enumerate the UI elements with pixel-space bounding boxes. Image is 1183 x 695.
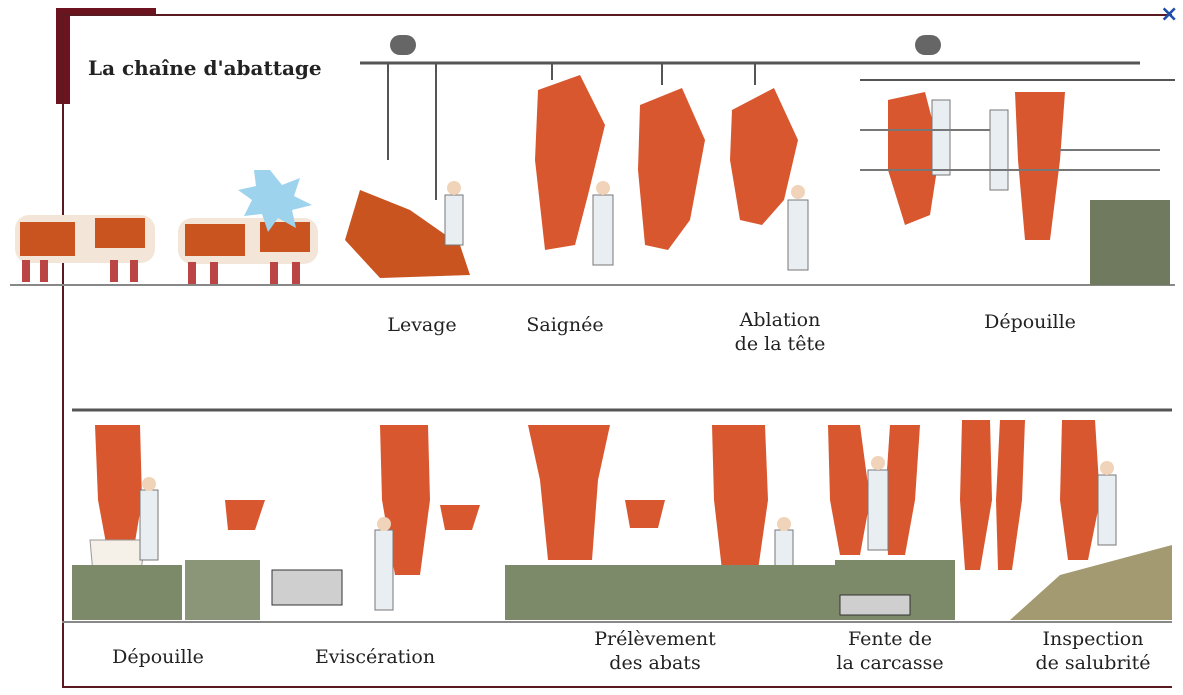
depouille-top-scene bbox=[860, 35, 1170, 285]
depouille-bottom-scene bbox=[72, 425, 342, 620]
label-depouille-top: Dépouille bbox=[960, 310, 1100, 334]
inspection-scene bbox=[960, 420, 1172, 620]
prelevement-scene bbox=[505, 425, 835, 620]
ablation-scene bbox=[730, 63, 808, 270]
label-evisceration: Eviscération bbox=[290, 645, 460, 669]
label-fente-carcasse: Fente de la carcasse bbox=[820, 627, 960, 675]
levage-scene bbox=[345, 35, 470, 278]
label-prelevement-abats: Prélèvement des abats bbox=[570, 627, 740, 675]
cow-2 bbox=[178, 218, 318, 284]
label-ablation-tete: Ablation de la tête bbox=[715, 308, 845, 356]
label-inspection-salubrite: Inspection de salubrité bbox=[1018, 627, 1168, 675]
label-levage: Levage bbox=[372, 313, 472, 337]
saignee-scene bbox=[535, 63, 613, 265]
label-saignee: Saignée bbox=[510, 313, 620, 337]
cow-1 bbox=[15, 215, 155, 282]
fente-scene bbox=[828, 425, 955, 620]
evisceration-scene bbox=[375, 425, 480, 610]
label-depouille-bottom: Dépouille bbox=[88, 645, 228, 669]
hanging-cow-3 bbox=[638, 63, 705, 250]
